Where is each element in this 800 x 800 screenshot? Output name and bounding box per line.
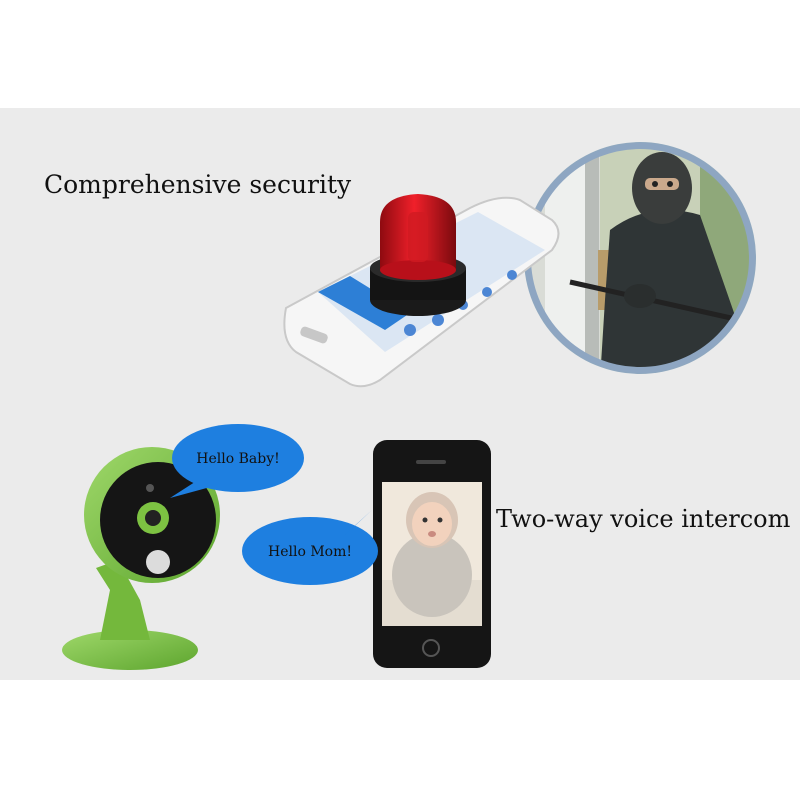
alarm-siren-icon <box>370 194 466 316</box>
bubble-text-hello-baby: Hello Baby! <box>196 451 279 467</box>
speech-bubble-phone <box>242 510 378 585</box>
baby-photo-icon <box>373 440 491 668</box>
intruder-photo-icon <box>524 142 756 374</box>
speech-bubble-camera <box>170 424 304 498</box>
headline-intercom: Two-way voice intercom <box>496 505 791 533</box>
headline-security: Comprehensive security <box>44 170 352 199</box>
bubble-text-hello-mom: Hello Mom! <box>268 544 352 560</box>
